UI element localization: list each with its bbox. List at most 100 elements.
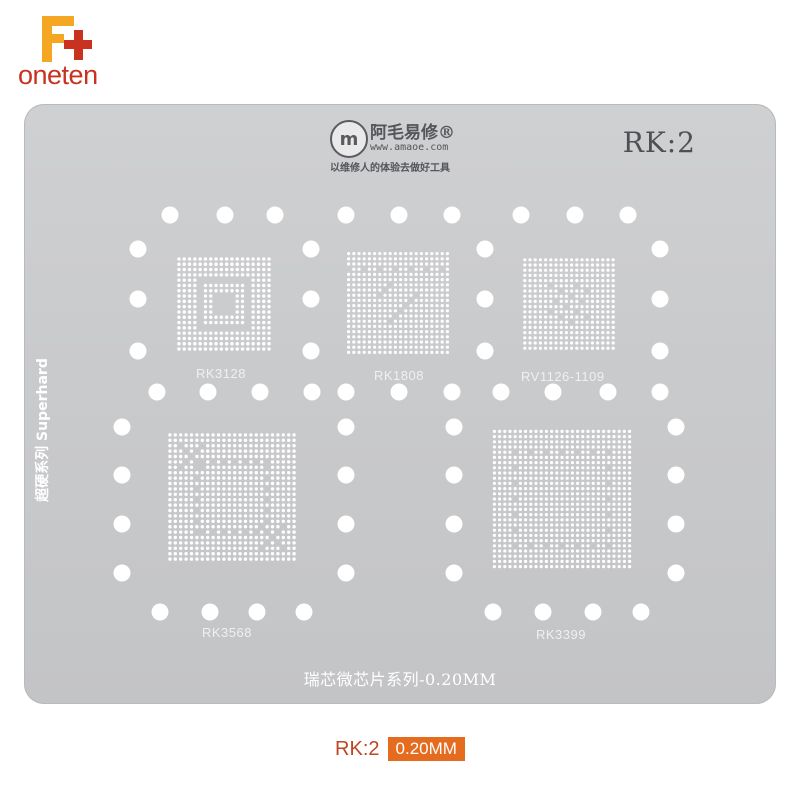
solder-pad bbox=[404, 335, 408, 339]
solder-pad bbox=[445, 324, 449, 328]
solder-pad bbox=[606, 320, 610, 324]
solder-pad bbox=[492, 544, 496, 548]
solder-pad bbox=[440, 257, 444, 261]
solder-pad bbox=[580, 346, 584, 350]
solder-pad bbox=[539, 523, 543, 527]
solder-pad bbox=[200, 514, 204, 518]
alignment-hole bbox=[302, 290, 320, 308]
solder-pad bbox=[508, 528, 512, 532]
solder-pad bbox=[544, 294, 548, 298]
solder-pad bbox=[576, 481, 580, 485]
solder-pad bbox=[367, 324, 371, 328]
solder-pad bbox=[184, 525, 188, 529]
solder-pad bbox=[550, 476, 554, 480]
solder-pad bbox=[292, 514, 296, 518]
solder-pad bbox=[492, 461, 496, 465]
solder-pad bbox=[249, 492, 253, 496]
solder-pad bbox=[559, 273, 563, 277]
solder-pad bbox=[538, 336, 542, 340]
alignment-hole bbox=[667, 418, 685, 436]
alignment-hole bbox=[390, 206, 408, 224]
solder-pad bbox=[179, 530, 183, 534]
solder-pad bbox=[523, 315, 527, 319]
solder-pad bbox=[607, 559, 611, 563]
solder-pad bbox=[559, 325, 563, 329]
solder-pad bbox=[193, 320, 197, 325]
solder-pad bbox=[243, 557, 248, 561]
solder-pad bbox=[570, 273, 574, 277]
solder-pad bbox=[383, 309, 387, 313]
solder-pad bbox=[617, 554, 621, 558]
solder-pad bbox=[445, 304, 449, 308]
solder-pad bbox=[503, 450, 507, 454]
solder-pad bbox=[256, 336, 261, 341]
solder-pad bbox=[425, 293, 429, 297]
solder-pad bbox=[216, 546, 221, 550]
solder-pad bbox=[570, 502, 574, 506]
solder-pad bbox=[576, 497, 580, 501]
solder-pad bbox=[550, 528, 554, 532]
solder-pad bbox=[544, 487, 548, 491]
solder-pad bbox=[276, 503, 280, 507]
solder-pad bbox=[591, 565, 595, 569]
solder-pad bbox=[554, 336, 558, 340]
solder-pad bbox=[570, 481, 574, 485]
solder-pad bbox=[414, 272, 418, 276]
solder-pad bbox=[590, 299, 594, 303]
solder-pad bbox=[227, 481, 231, 486]
solder-pad bbox=[524, 487, 528, 491]
solder-pad bbox=[596, 502, 600, 506]
solder-pad bbox=[617, 533, 621, 537]
solder-pad bbox=[560, 440, 564, 444]
solder-pad bbox=[373, 272, 377, 276]
solder-pad bbox=[414, 304, 418, 308]
product-caption: RK:2 0.20MM bbox=[0, 734, 800, 764]
solder-pad bbox=[555, 476, 559, 480]
solder-pad bbox=[193, 331, 197, 335]
solder-pad bbox=[251, 310, 255, 314]
solder-pad bbox=[270, 552, 275, 556]
solder-pad bbox=[184, 471, 188, 475]
solder-pad bbox=[227, 465, 231, 469]
solder-pad bbox=[209, 315, 213, 319]
solder-pad bbox=[606, 315, 610, 319]
solder-pad bbox=[352, 278, 356, 282]
solder-pad bbox=[179, 449, 183, 453]
solder-pad bbox=[265, 503, 269, 507]
solder-pad bbox=[262, 320, 266, 325]
solder-pad bbox=[538, 341, 542, 345]
solder-pad bbox=[419, 314, 423, 318]
solder-pad bbox=[267, 299, 271, 304]
solder-pad bbox=[409, 304, 413, 308]
solder-pad bbox=[182, 283, 186, 288]
solder-pad bbox=[267, 283, 271, 288]
solder-pad bbox=[177, 294, 181, 298]
solder-pad bbox=[262, 289, 266, 293]
solder-pad bbox=[193, 278, 197, 282]
solder-pad bbox=[243, 552, 248, 556]
solder-pad bbox=[612, 518, 616, 522]
solder-pad bbox=[243, 487, 248, 491]
solder-pad bbox=[445, 293, 449, 297]
solder-pad bbox=[544, 533, 548, 537]
solder-pad bbox=[513, 440, 517, 444]
solder-pad bbox=[222, 503, 226, 507]
solder-pad bbox=[550, 481, 554, 485]
solder-pad bbox=[523, 258, 527, 262]
solder-pad bbox=[281, 503, 285, 507]
chip-pad-rk3568 bbox=[168, 433, 296, 561]
solder-pad bbox=[602, 476, 606, 480]
solder-pad bbox=[211, 525, 215, 529]
solder-pad bbox=[373, 298, 377, 302]
solder-pad bbox=[200, 476, 204, 480]
solder-pad bbox=[187, 299, 192, 304]
solder-pad bbox=[539, 502, 543, 506]
solder-pad bbox=[179, 508, 183, 513]
solder-pad bbox=[513, 445, 517, 449]
solder-pad bbox=[591, 429, 595, 433]
solder-pad bbox=[617, 445, 621, 449]
solder-pad bbox=[492, 533, 496, 537]
logo-text: oneten bbox=[18, 60, 98, 90]
solder-pad bbox=[576, 476, 580, 480]
solder-pad bbox=[601, 284, 605, 288]
